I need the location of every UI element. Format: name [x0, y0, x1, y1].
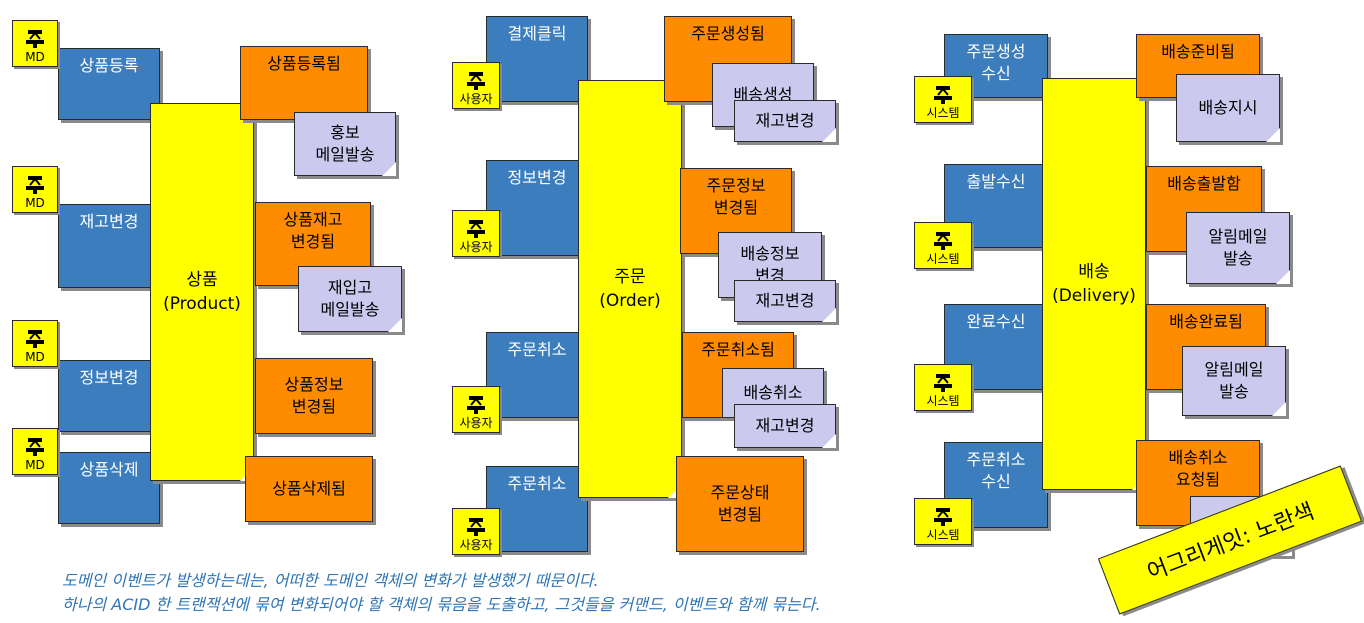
command-sticky: 재고변경	[58, 204, 160, 288]
person-icon	[934, 508, 952, 526]
actor-label: 시스템	[926, 528, 960, 542]
command-sticky: 상품삭제	[58, 452, 160, 524]
actor-user: 사용자	[452, 386, 500, 433]
person-icon	[934, 232, 952, 250]
actor-user: 사용자	[452, 62, 500, 109]
actor-user: 사용자	[452, 508, 500, 555]
person-icon	[467, 396, 485, 414]
person-icon	[26, 30, 44, 48]
aggregate-sticky: 상품 (Product)	[150, 103, 254, 481]
actor-label: 사용자	[459, 538, 493, 552]
policy-sticky: 배송지시	[1176, 74, 1280, 142]
actor-md: MD	[12, 320, 58, 367]
command-sticky: 정보변경	[58, 360, 160, 432]
aggregate-sticky: 주문 (Order)	[578, 80, 682, 498]
person-icon	[26, 438, 44, 456]
person-icon	[467, 220, 485, 238]
actor-label: 사용자	[459, 92, 493, 106]
actor-label: 사용자	[459, 240, 493, 254]
person-icon	[26, 330, 44, 348]
actor-md: MD	[12, 428, 58, 475]
actor-label: MD	[25, 196, 45, 210]
actor-user: 사용자	[452, 210, 500, 257]
event-sticky: 상품삭제됨	[245, 456, 373, 522]
command-sticky: 주문취소	[486, 466, 588, 552]
actor-md: MD	[12, 20, 58, 67]
policy-sticky: 재고변경	[734, 100, 836, 142]
command-sticky: 결제클릭	[486, 16, 588, 102]
caption-line: 하나의 ACID 한 트랜잭션에 묶여 변화되어야 할 객체의 묶음을 도출하고…	[62, 595, 821, 614]
event-sticky: 상품등록됨	[240, 46, 368, 120]
actor-label: MD	[25, 50, 45, 64]
event-sticky: 주문생성됨	[664, 16, 792, 102]
actor-system: 시스템	[914, 76, 972, 123]
actor-label: 사용자	[459, 416, 493, 430]
event-sticky: 주문상태 변경됨	[676, 456, 804, 552]
policy-sticky: 재입고 메일발송	[298, 266, 402, 332]
policy-sticky: 알림메일 발송	[1182, 346, 1286, 416]
aggregate-sticky: 배송 (Delivery)	[1042, 78, 1146, 490]
policy-sticky: 홍보 메일발송	[294, 112, 396, 176]
policy-sticky: 재고변경	[734, 280, 836, 322]
actor-label: 시스템	[926, 252, 960, 266]
actor-label: 시스템	[926, 394, 960, 408]
actor-md: MD	[12, 166, 58, 213]
actor-label: 시스템	[926, 106, 960, 120]
person-icon	[467, 518, 485, 536]
policy-sticky: 알림메일 발송	[1186, 212, 1290, 284]
person-icon	[934, 374, 952, 392]
person-icon	[934, 86, 952, 104]
person-icon	[467, 72, 485, 90]
actor-label: MD	[25, 458, 45, 472]
command-sticky: 주문취소	[486, 332, 588, 418]
caption-line: 도메인 이벤트가 발생하는데는, 어떠한 도메인 객체의 변화가 발생했기 때문…	[62, 571, 599, 590]
command-sticky: 상품등록	[58, 48, 160, 120]
actor-label: MD	[25, 350, 45, 364]
actor-system: 시스템	[914, 222, 972, 269]
command-sticky: 주문생성 수신	[944, 34, 1048, 98]
command-sticky: 주문취소 수신	[944, 442, 1048, 528]
person-icon	[26, 176, 44, 194]
actor-system: 시스템	[914, 498, 972, 545]
actor-system: 시스템	[914, 364, 972, 411]
event-sticky: 상품정보 변경됨	[255, 358, 373, 434]
policy-sticky: 재고변경	[734, 404, 836, 448]
command-sticky: 정보변경	[486, 160, 588, 256]
